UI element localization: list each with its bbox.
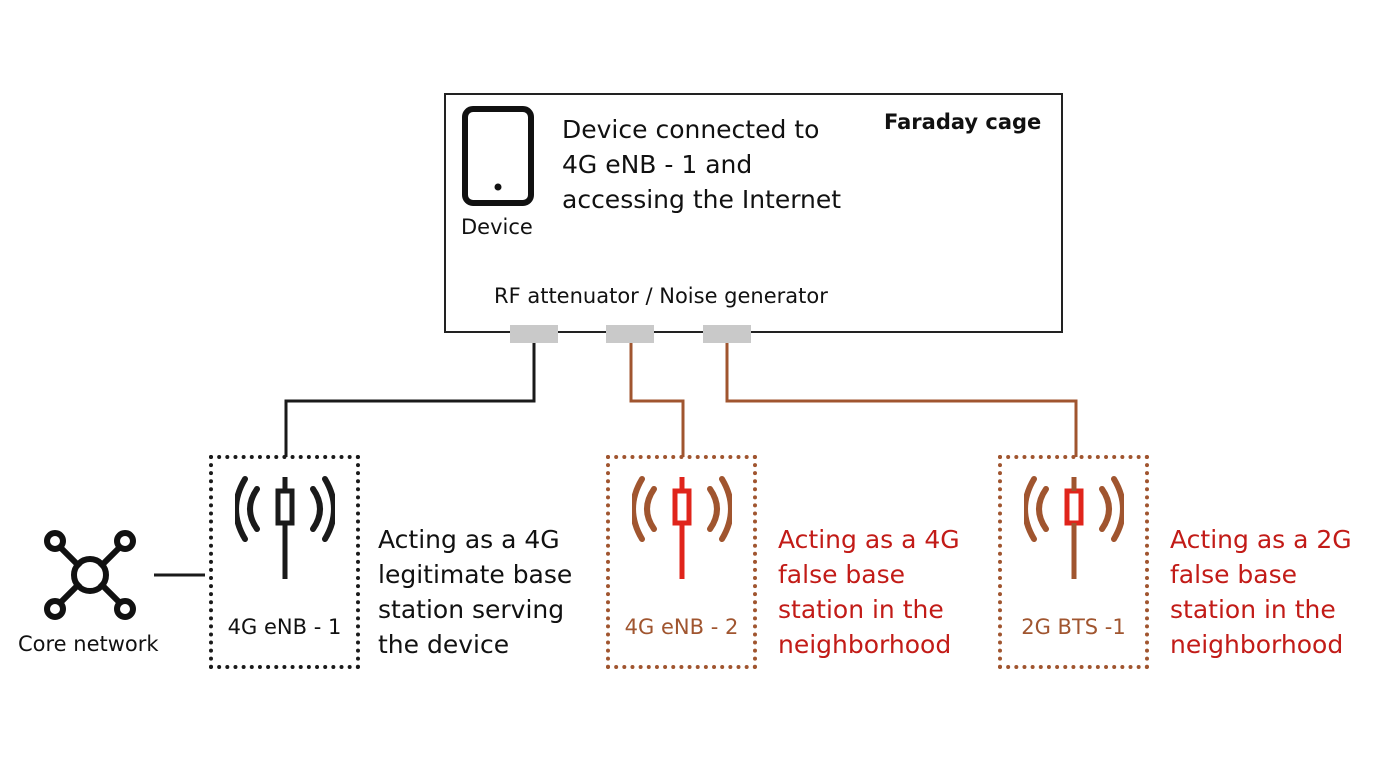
wire-bts1	[725, 343, 1078, 457]
station-desc-line: Acting as a 4G	[778, 525, 960, 554]
device-label: Device	[461, 215, 533, 239]
station-desc-line: Acting as a 2G	[1170, 525, 1352, 554]
wire-enb2	[629, 343, 685, 457]
station-desc-line: neighborhood	[1170, 630, 1344, 659]
faraday-cage	[444, 93, 1063, 333]
rf-port-1	[510, 325, 558, 343]
wire-enb1	[284, 343, 536, 457]
attenuator-label: RF attenuator / Noise generator	[494, 284, 828, 308]
station-desc-line: the device	[378, 630, 510, 659]
rf-port-2	[606, 325, 654, 343]
station-enb2: 4G eNB - 2	[606, 455, 757, 669]
station-desc-line: false base	[778, 560, 906, 589]
antenna-icon	[632, 476, 732, 579]
station-label: 4G eNB - 1	[227, 615, 342, 639]
rf-port-3	[703, 325, 751, 343]
network-hub-icon	[44, 530, 136, 620]
station-desc-line: legitimate base	[378, 560, 573, 589]
station-desc-line: Acting as a 4G	[378, 525, 560, 554]
antenna-icon	[235, 476, 335, 579]
antenna-icon	[1024, 476, 1124, 579]
cage-description-line-1: Device connected to	[562, 115, 820, 144]
station-label: 4G eNB - 2	[624, 615, 739, 639]
cage-description-line-3: accessing the Internet	[562, 185, 842, 214]
core-network-label: Core network	[18, 632, 159, 656]
station-enb1: 4G eNB - 1	[209, 455, 360, 669]
station-desc-line: station in the	[778, 595, 944, 624]
station-desc-line: neighborhood	[778, 630, 952, 659]
station-label: 2G BTS -1	[1021, 615, 1126, 639]
phone-icon	[462, 106, 534, 206]
station-desc-line: station serving	[378, 595, 565, 624]
station-desc-line: station in the	[1170, 595, 1336, 624]
station-bts1: 2G BTS -1	[998, 455, 1149, 669]
cage-title: Faraday cage	[884, 110, 1042, 134]
cage-description-line-2: 4G eNB - 1 and	[562, 150, 753, 179]
station-desc-line: false base	[1170, 560, 1298, 589]
